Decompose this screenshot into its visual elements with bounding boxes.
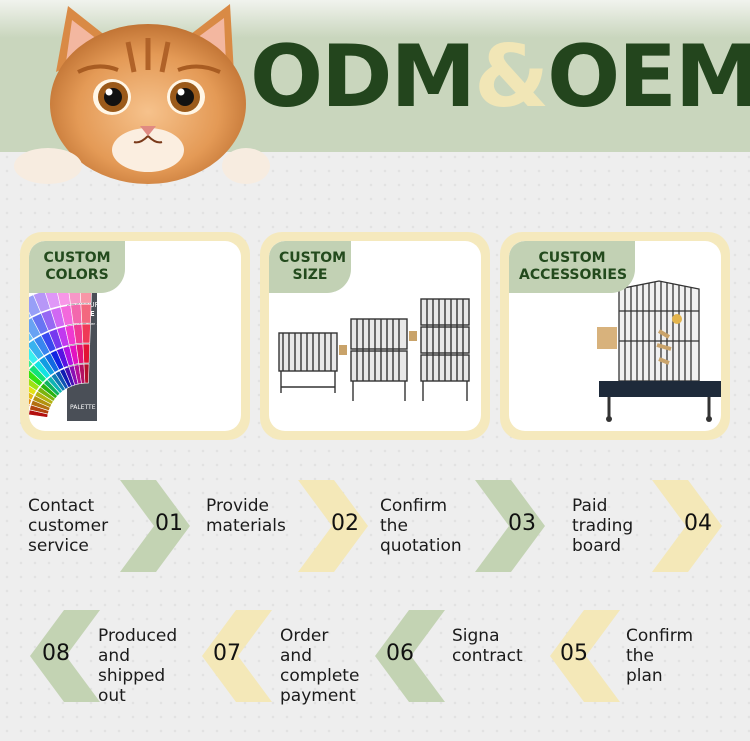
tag-line1: CUSTOM bbox=[538, 250, 606, 266]
color-swatch bbox=[29, 392, 35, 401]
tag-line2: ACCESSORIES bbox=[519, 267, 628, 283]
custom-size-card: CUSTOM SIZE bbox=[260, 232, 490, 440]
tag-custom-accessories: CUSTOM ACCESSORIES bbox=[509, 241, 635, 293]
card-inner: CUSTOM SIZE bbox=[269, 241, 481, 431]
guide-line3: FASHION · HOME · INTERIORS bbox=[70, 322, 114, 326]
step-label: Produced and shipped out bbox=[98, 626, 178, 706]
kitten-photo bbox=[14, 4, 270, 184]
header-banner: ODM&OEM bbox=[0, 0, 750, 152]
custom-colors-card: COLOUR GUIDE FASHION · HOME · INTERIORS … bbox=[20, 232, 250, 440]
step-number: 04 bbox=[684, 511, 712, 536]
step-label: Contact customer service bbox=[28, 496, 109, 556]
step-arrow bbox=[298, 480, 368, 572]
step-label: Provide materials bbox=[206, 496, 286, 536]
step-number: 06 bbox=[386, 641, 414, 666]
tag-custom-colors: CUSTOM COLORS bbox=[29, 241, 125, 293]
color-swatch bbox=[29, 385, 37, 396]
guide-footer: PALETTE bbox=[70, 404, 96, 411]
color-fan bbox=[29, 283, 93, 418]
title-odm: ODM bbox=[250, 27, 476, 127]
step-arrow bbox=[30, 610, 100, 702]
title-ampersand: & bbox=[474, 27, 549, 127]
tag-line1: CUSTOM bbox=[279, 250, 347, 266]
color-swatch bbox=[29, 359, 34, 369]
color-swatch bbox=[82, 343, 91, 364]
color-swatch bbox=[81, 323, 91, 344]
color-fan-art: COLOUR GUIDE FASHION · HOME · INTERIORS … bbox=[29, 283, 114, 421]
tag-line2: COLORS bbox=[45, 267, 109, 283]
step-label: Order and complete payment bbox=[280, 626, 360, 706]
color-swatch bbox=[29, 331, 34, 343]
page-title: ODM&OEM bbox=[250, 22, 750, 132]
color-swatch bbox=[29, 403, 31, 409]
step-arrow bbox=[375, 610, 445, 702]
step-label: Confirm the plan bbox=[626, 626, 694, 686]
cage-sizes-art bbox=[278, 298, 470, 401]
color-swatch bbox=[29, 347, 39, 365]
tag-line1: CUSTOM bbox=[43, 250, 111, 266]
step-arrow bbox=[475, 480, 545, 572]
card-inner: COLOUR GUIDE FASHION · HOME · INTERIORS … bbox=[29, 241, 241, 431]
step-number: 08 bbox=[42, 641, 70, 666]
step-arrow bbox=[202, 610, 272, 702]
color-swatch bbox=[29, 398, 33, 405]
step-arrow bbox=[550, 610, 620, 702]
tag-custom-size: CUSTOM SIZE bbox=[269, 241, 351, 293]
tag-line2: SIZE bbox=[292, 267, 328, 283]
color-swatch bbox=[80, 303, 92, 324]
step-label: Signa contract bbox=[452, 626, 523, 666]
step-number: 03 bbox=[508, 511, 536, 536]
steps-row-2: 05 Confirm the plan 06 Signa contract 07… bbox=[0, 600, 750, 712]
color-swatch bbox=[29, 369, 44, 387]
step-number: 05 bbox=[560, 641, 588, 666]
cage-accessories-art bbox=[597, 280, 721, 422]
step-arrow bbox=[652, 480, 722, 572]
step-number: 01 bbox=[155, 511, 183, 536]
custom-accessories-card: CUSTOM ACCESSORIES bbox=[500, 232, 730, 440]
color-swatch bbox=[83, 363, 90, 384]
step-label: Confirm the quotation bbox=[380, 496, 462, 556]
color-swatch bbox=[29, 377, 40, 391]
steps-row-1: Contact customer service 01 Provide mate… bbox=[0, 470, 750, 582]
step-number: 02 bbox=[331, 511, 359, 536]
step-label: Paid trading board bbox=[572, 496, 634, 556]
step-number: 07 bbox=[213, 641, 241, 666]
step-arrow bbox=[120, 480, 190, 572]
title-oem: OEM bbox=[547, 27, 750, 127]
card-inner: CUSTOM ACCESSORIES bbox=[509, 241, 721, 431]
